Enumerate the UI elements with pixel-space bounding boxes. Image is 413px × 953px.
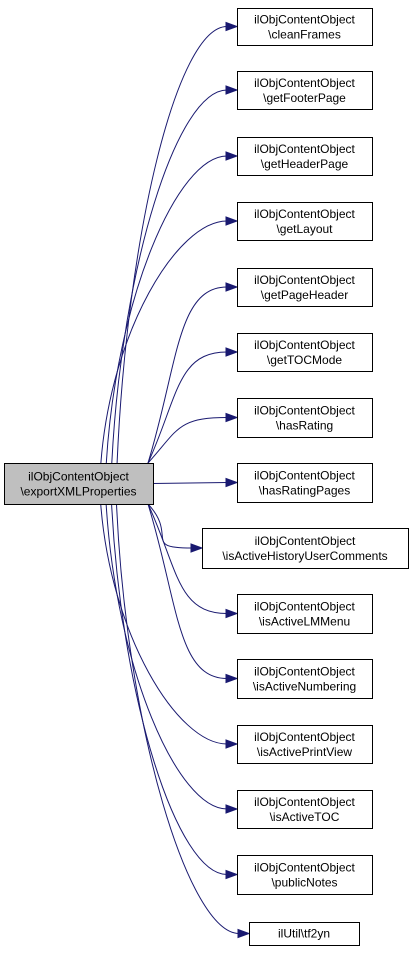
edge-to-tf2yn <box>116 503 240 934</box>
node-isActiveNumbering[interactable]: ilObjContentObject\isActiveNumbering <box>237 659 373 699</box>
edge-to-getFooterPage <box>111 89 228 464</box>
node-publicNotes-label-line1: ilObjContentObject <box>254 861 355 875</box>
edges-layer <box>100 21 251 939</box>
node-isActiveLMMenu-label-line2: \isActiveLMMenu <box>259 615 350 629</box>
edge-to-hasRatingPages <box>152 482 228 484</box>
root-node-exportXMLProperties-label-line2: \exportXMLProperties <box>20 485 136 499</box>
node-getPageHeader-box <box>237 268 373 307</box>
node-isActiveHistoryUserComments-box <box>202 528 409 569</box>
node-getTOCMode[interactable]: ilObjContentObject\getTOCMode <box>237 333 373 372</box>
nodes-layer: ilObjContentObject\exportXMLPropertiesil… <box>4 8 409 946</box>
edge-to-getLayout <box>100 220 228 464</box>
edge-to-isActivePrintView <box>100 503 228 745</box>
node-isActiveHistoryUserComments-label-line2: \isActiveHistoryUserComments <box>222 549 387 563</box>
edge-to-isActiveNumbering-arrowhead <box>225 673 239 684</box>
node-getTOCMode-label-line2: \getTOCMode <box>267 353 342 367</box>
edge-to-isActiveTOC-arrowhead <box>225 804 239 814</box>
node-cleanFrames-label-line2: \cleanFrames <box>268 28 341 42</box>
node-hasRatingPages[interactable]: ilObjContentObject\hasRatingPages <box>237 463 373 503</box>
edge-to-publicNotes <box>111 503 228 875</box>
node-isActiveNumbering-label-line2: \isActiveNumbering <box>253 680 356 694</box>
node-getHeaderPage-label-line1: ilObjContentObject <box>254 142 355 156</box>
edge-to-isActiveHistoryUserComments-arrowhead <box>190 543 204 553</box>
root-node-exportXMLProperties-box <box>4 463 154 505</box>
node-getFooterPage-box <box>237 71 373 110</box>
node-hasRating-box <box>237 398 373 438</box>
node-getPageHeader-label-line1: ilObjContentObject <box>254 273 355 287</box>
node-isActiveLMMenu-box <box>237 594 373 634</box>
edge-to-getFooterPage-arrowhead <box>225 85 239 95</box>
node-isActiveNumbering-box <box>237 659 373 699</box>
edge-to-cleanFrames <box>116 26 228 464</box>
node-tf2yn[interactable]: ilUtil\tf2yn <box>249 922 360 946</box>
node-isActiveNumbering-label-line1: ilObjContentObject <box>254 665 355 679</box>
node-getLayout[interactable]: ilObjContentObject\getLayout <box>237 202 373 241</box>
node-isActiveTOC-box <box>237 790 373 829</box>
node-tf2yn-label: ilUtil\tf2yn <box>278 927 330 941</box>
node-hasRatingPages-box <box>237 463 373 503</box>
node-isActiveHistoryUserComments[interactable]: ilObjContentObject\isActiveHistoryUserCo… <box>202 528 409 569</box>
node-isActivePrintView-label-line2: \isActivePrintView <box>257 745 352 759</box>
node-getLayout-label-line1: ilObjContentObject <box>254 207 355 221</box>
edge-to-getHeaderPage <box>105 155 228 464</box>
node-getTOCMode-box <box>237 333 373 372</box>
node-cleanFrames-box <box>237 8 373 46</box>
node-isActiveTOC-label-line1: ilObjContentObject <box>254 795 355 809</box>
node-isActivePrintView-label-line1: ilObjContentObject <box>254 730 355 744</box>
node-cleanFrames-label-line1: ilObjContentObject <box>254 13 355 27</box>
root-node-exportXMLProperties-label-line1: ilObjContentObject <box>28 470 129 484</box>
node-getHeaderPage[interactable]: ilObjContentObject\getHeaderPage <box>237 137 373 176</box>
node-hasRating-label-line1: ilObjContentObject <box>254 404 355 418</box>
edge-to-getTOCMode <box>147 351 228 464</box>
node-hasRating[interactable]: ilObjContentObject\hasRating <box>237 398 373 438</box>
node-getTOCMode-label-line1: ilObjContentObject <box>254 338 355 352</box>
node-publicNotes[interactable]: ilObjContentObject\publicNotes <box>237 855 373 895</box>
node-getFooterPage-label-line1: ilObjContentObject <box>254 76 355 90</box>
node-isActivePrintView[interactable]: ilObjContentObject\isActivePrintView <box>237 725 373 764</box>
node-getLayout-label-line2: \getLayout <box>276 222 333 236</box>
edge-to-isActiveLMMenu-arrowhead <box>225 608 239 619</box>
node-getPageHeader[interactable]: ilObjContentObject\getPageHeader <box>237 268 373 307</box>
edge-to-isActiveTOC <box>105 503 228 810</box>
node-getPageHeader-label-line2: \getPageHeader <box>261 288 348 302</box>
edge-to-publicNotes-arrowhead <box>225 869 239 880</box>
edge-to-hasRating-arrowhead <box>225 412 239 423</box>
edge-to-hasRating <box>147 417 228 464</box>
edge-to-cleanFrames-arrowhead <box>225 21 239 32</box>
edge-to-isActivePrintView-arrowhead <box>225 739 239 749</box>
root-node-exportXMLProperties[interactable]: ilObjContentObject\exportXMLProperties <box>4 463 154 505</box>
edge-to-getTOCMode-arrowhead <box>225 347 239 357</box>
node-getHeaderPage-box <box>237 137 373 176</box>
edge-to-tf2yn-arrowhead <box>237 928 251 939</box>
node-tf2yn-box <box>249 922 360 946</box>
node-getFooterPage-label-line2: \getFooterPage <box>263 91 346 105</box>
node-getFooterPage[interactable]: ilObjContentObject\getFooterPage <box>237 71 373 110</box>
node-publicNotes-box <box>237 855 373 895</box>
edge-to-getPageHeader <box>147 286 228 464</box>
node-getLayout-box <box>237 202 373 241</box>
node-isActiveTOC[interactable]: ilObjContentObject\isActiveTOC <box>237 790 373 829</box>
node-cleanFrames[interactable]: ilObjContentObject\cleanFrames <box>237 8 373 46</box>
node-isActiveLMMenu[interactable]: ilObjContentObject\isActiveLMMenu <box>237 594 373 634</box>
node-isActiveTOC-label-line2: \isActiveTOC <box>270 810 340 824</box>
node-isActiveLMMenu-label-line1: ilObjContentObject <box>254 600 355 614</box>
node-hasRatingPages-label-line2: \hasRatingPages <box>259 484 350 498</box>
edge-to-hasRatingPages-arrowhead <box>225 477 239 488</box>
edge-to-getLayout-arrowhead <box>225 216 239 226</box>
node-getHeaderPage-label-line2: \getHeaderPage <box>261 157 349 171</box>
edge-to-isActiveLMMenu <box>147 503 228 614</box>
node-isActiveHistoryUserComments-label-line1: ilObjContentObject <box>255 534 356 548</box>
node-isActivePrintView-box <box>237 725 373 764</box>
edge-to-getHeaderPage-arrowhead <box>225 151 239 161</box>
edge-to-getPageHeader-arrowhead <box>225 282 239 292</box>
edge-to-isActiveNumbering <box>147 503 228 679</box>
node-hasRatingPages-label-line1: ilObjContentObject <box>254 469 355 483</box>
node-hasRating-label-line2: \hasRating <box>276 419 333 433</box>
node-publicNotes-label-line2: \publicNotes <box>271 876 337 890</box>
